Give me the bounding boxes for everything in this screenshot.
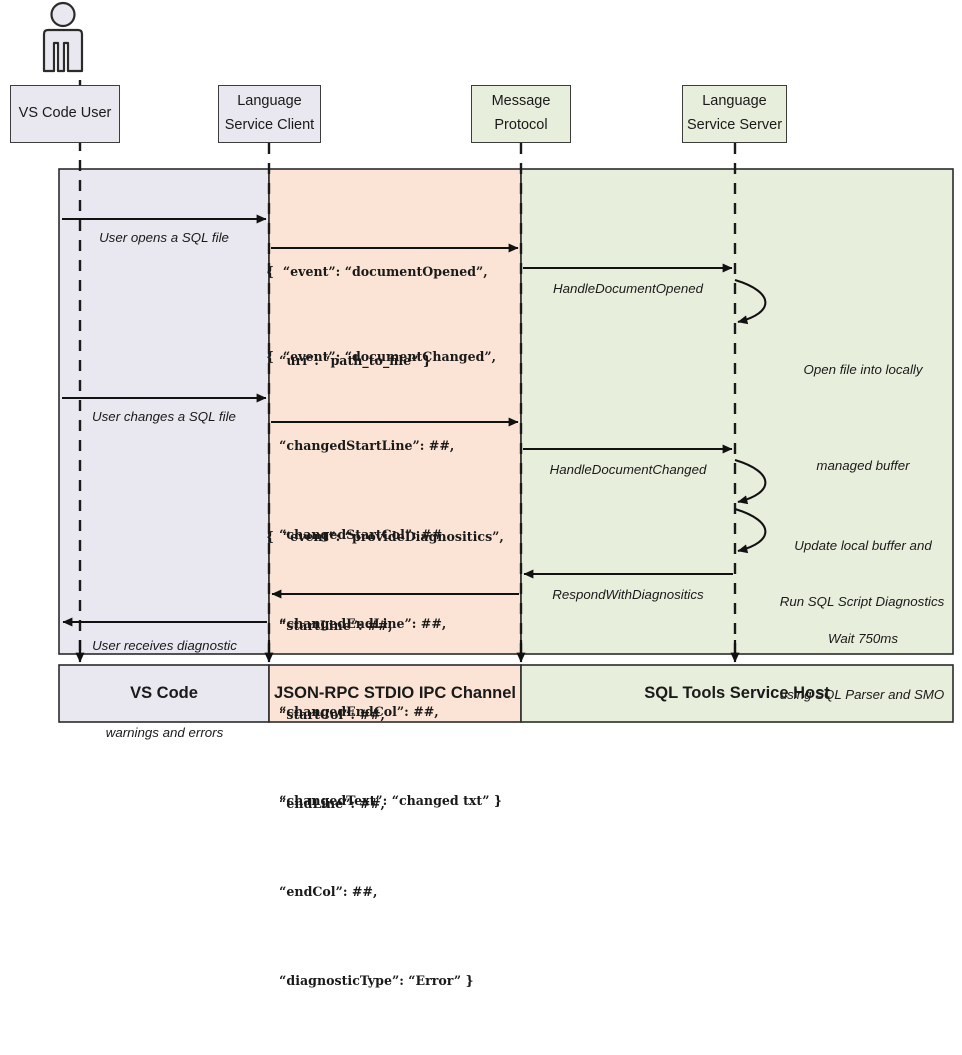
label-user-opens-file: User opens a SQL file (64, 200, 264, 275)
footer-band-json-rpc (268, 664, 522, 723)
band-backgrounds (58, 168, 954, 655)
self-call-update-buffer-wait (734, 458, 767, 505)
payload-document-opened: { “event”: “documentOpened”, “uri”: “pat… (266, 198, 488, 435)
label-user-receives-diagnostics-line-1: User receives diagnostic (92, 638, 237, 653)
sequence-diagram-canvas: VS Code User Language Service Client Mes… (10, 1, 958, 989)
footer-label-sql-tools-text: SQL Tools Service Host (644, 684, 830, 702)
label-handle-document-opened: HandleDocumentOpened (524, 251, 732, 326)
self-call-run-sql-diagnostics (734, 507, 767, 554)
label-user-receives-diagnostics-line-2: warnings and errors (105, 725, 224, 740)
label-open-file-buffer-line-2: managed buffer (816, 458, 910, 473)
lifeline-terminators (75, 640, 740, 663)
participant-language-service-server[interactable]: Language Service Server (682, 85, 787, 143)
vs-code-user-person-icon (42, 1, 84, 73)
label-respond-with-diagnositics: RespondWithDiagnositics (524, 557, 732, 632)
label-run-sql-diagnostics-line-1: Run SQL Script Diagnostics (779, 594, 945, 609)
participant-vs-code-user[interactable]: VS Code User (10, 85, 120, 143)
label-handle-document-changed-text: HandleDocumentChanged (549, 462, 707, 477)
payload-provide-diagnositics-line-2: “startLine”: ##, (266, 617, 393, 633)
label-user-changes-file-line-1: User changes a SQL file (92, 409, 236, 424)
payload-provide-diagnositics: { “event”: “provideDiagnositics”, “start… (266, 463, 504, 1055)
band-vs-code-region (58, 168, 270, 655)
participant-message-protocol[interactable]: Message Protocol (471, 85, 571, 143)
payload-provide-diagnositics-line-4: “endLine”: ##, (266, 795, 385, 811)
payload-document-changed: { “event”: “documentChanged”, “changedSt… (266, 283, 502, 875)
payload-document-changed-line-5: “changedEndCol”: ##, (266, 704, 439, 720)
payload-provide-diagnositics-line-3: “startCol”: ##, (266, 706, 385, 722)
payload-document-changed-line-1: { “event”: “documentChanged”, (266, 349, 497, 365)
payload-provide-diagnositics-line-6: “diagnosticType”: “Error” } (266, 973, 474, 989)
label-open-file-buffer-line-1: Open file into locally (803, 362, 923, 377)
participant-language-service-client-line-1: Language (237, 93, 302, 110)
footer-label-vs-code-text: VS Code (130, 684, 198, 702)
payload-document-changed-line-4: “changedEndLine”: ##, (266, 615, 447, 631)
participant-language-service-client[interactable]: Language Service Client (218, 85, 321, 143)
label-respond-with-diagnositics-text: RespondWithDiagnositics (552, 587, 704, 602)
participant-language-service-server-line-2: Service Server (686, 117, 783, 133)
label-handle-document-changed: HandleDocumentChanged (524, 432, 732, 507)
footer-band-backgrounds (58, 664, 954, 723)
participant-language-service-server-line-1: Language (702, 93, 767, 110)
label-open-file-buffer: Open file into locally managed buffer (768, 290, 958, 546)
footer-label-sql-tools: SQL Tools Service Host (521, 665, 953, 722)
label-update-buffer-wait-line-2: Wait 750ms (828, 631, 898, 646)
label-run-sql-diagnostics-line-2: using SQL Parser and SMO (779, 687, 945, 702)
footer-label-json-rpc-text: JSON-RPC STDIO IPC Channel (273, 684, 517, 702)
footer-label-vs-code: VS Code (59, 665, 269, 722)
self-call-open-file-buffer (734, 278, 767, 325)
payload-document-opened-line-2: “uri”: “path_to_file” } (266, 352, 431, 368)
payload-provide-diagnositics-line-5: “endCol”: ##, (266, 884, 378, 900)
participant-message-protocol-line-2: Protocol (494, 117, 548, 133)
payload-document-changed-line-3: “changedStartCol”: ##, (266, 526, 447, 542)
band-ipc-region (268, 168, 522, 655)
footer-label-json-rpc: JSON-RPC STDIO IPC Channel (269, 665, 521, 722)
message-arrows (62, 214, 767, 627)
participant-message-protocol-line-1: Message (491, 93, 551, 110)
label-user-changes-file: User changes a SQL file (64, 379, 264, 454)
diagram-vector-layer (42, 1, 954, 723)
lifelines (78, 80, 737, 655)
label-update-buffer-wait-line-1: Update local buffer and (794, 538, 932, 553)
payload-provide-diagnositics-line-1: { “event”: “provideDiagnositics”, (266, 529, 504, 545)
label-run-sql-diagnostics: Run SQL Script Diagnostics using SQL Par… (764, 524, 960, 772)
participant-vs-code-user-line-1: VS Code User (18, 105, 112, 122)
participant-language-service-client-line-2: Service Client (224, 117, 315, 133)
payload-document-changed-line-2: “changedStartLine”: ##, (266, 437, 455, 453)
label-user-opens-file-line-1: User opens a SQL file (99, 230, 229, 245)
label-handle-document-opened-text: HandleDocumentOpened (552, 281, 704, 296)
label-update-buffer-wait: Update local buffer and Wait 750ms (768, 468, 958, 716)
footer-band-sql-tools (520, 664, 954, 723)
payload-document-opened-line-1: { “event”: “documentOpened”, (266, 264, 488, 280)
